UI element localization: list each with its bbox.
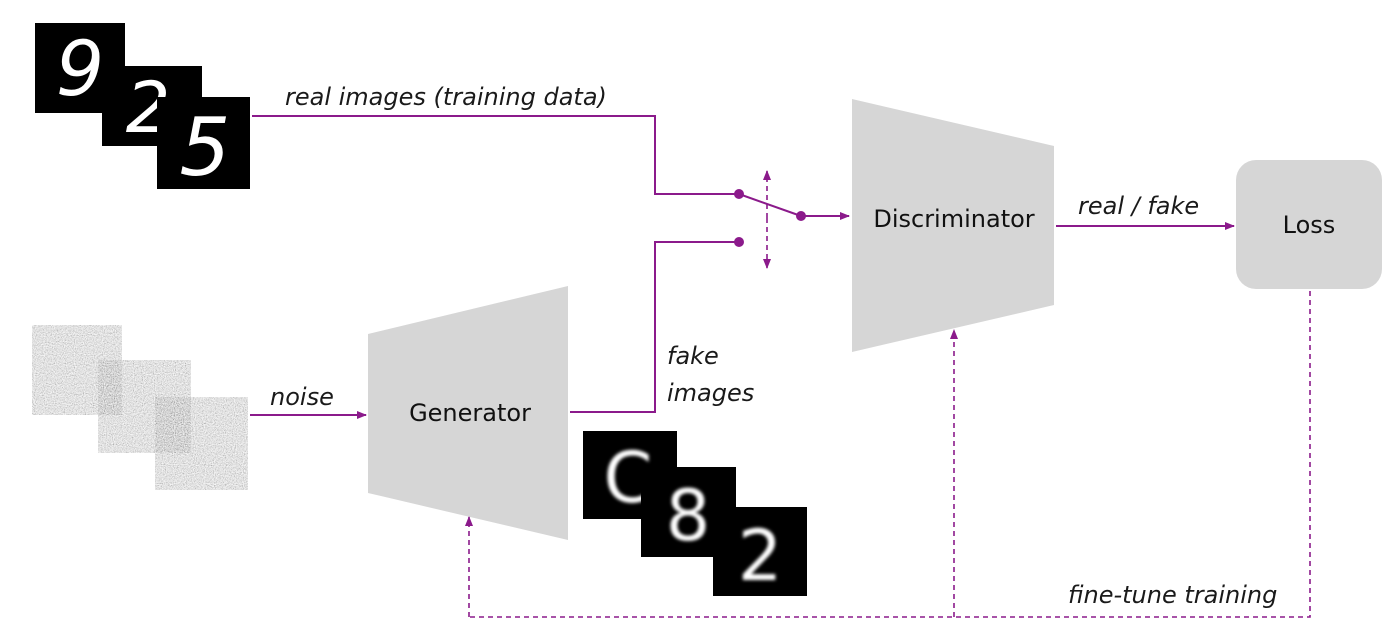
- loss-label: Loss: [1283, 211, 1336, 239]
- noise-images-stack: [32, 325, 248, 490]
- loss-block: [1236, 160, 1382, 289]
- noise-label: noise: [270, 383, 334, 411]
- discriminator-label: Discriminator: [873, 205, 1034, 233]
- real-fake-label: real / fake: [1078, 192, 1199, 220]
- switch-terminal-real: [734, 189, 744, 199]
- fake-digit-2: 8: [666, 475, 711, 557]
- real-images-line: [252, 115, 737, 195]
- fake-images-label-line1: fake: [667, 342, 719, 370]
- switch-output-node: [796, 211, 806, 221]
- fake-images-label-line2: images: [667, 379, 754, 407]
- feedback-line: [469, 291, 1311, 618]
- noise-image-3: [155, 397, 248, 490]
- fine-tune-label: fine-tune training: [1068, 581, 1277, 609]
- fake-images-line: [570, 241, 737, 413]
- fake-images-stack: C 8 2: [583, 431, 807, 597]
- discriminator-block: [852, 99, 1054, 352]
- real-digit-3: 5: [180, 101, 231, 194]
- generator-block: [368, 286, 568, 540]
- switch-lever: [738, 193, 802, 217]
- real-images-stack: 9 2 5: [35, 23, 250, 194]
- real-images-label: real images (training data): [285, 83, 607, 111]
- fake-digit-3: 2: [738, 515, 783, 597]
- real-image-3: 5: [157, 97, 250, 194]
- generator-label: Generator: [409, 399, 531, 427]
- real-digit-1: 9: [56, 24, 104, 113]
- switch-terminal-fake: [734, 237, 744, 247]
- fake-image-3: 2: [713, 507, 807, 597]
